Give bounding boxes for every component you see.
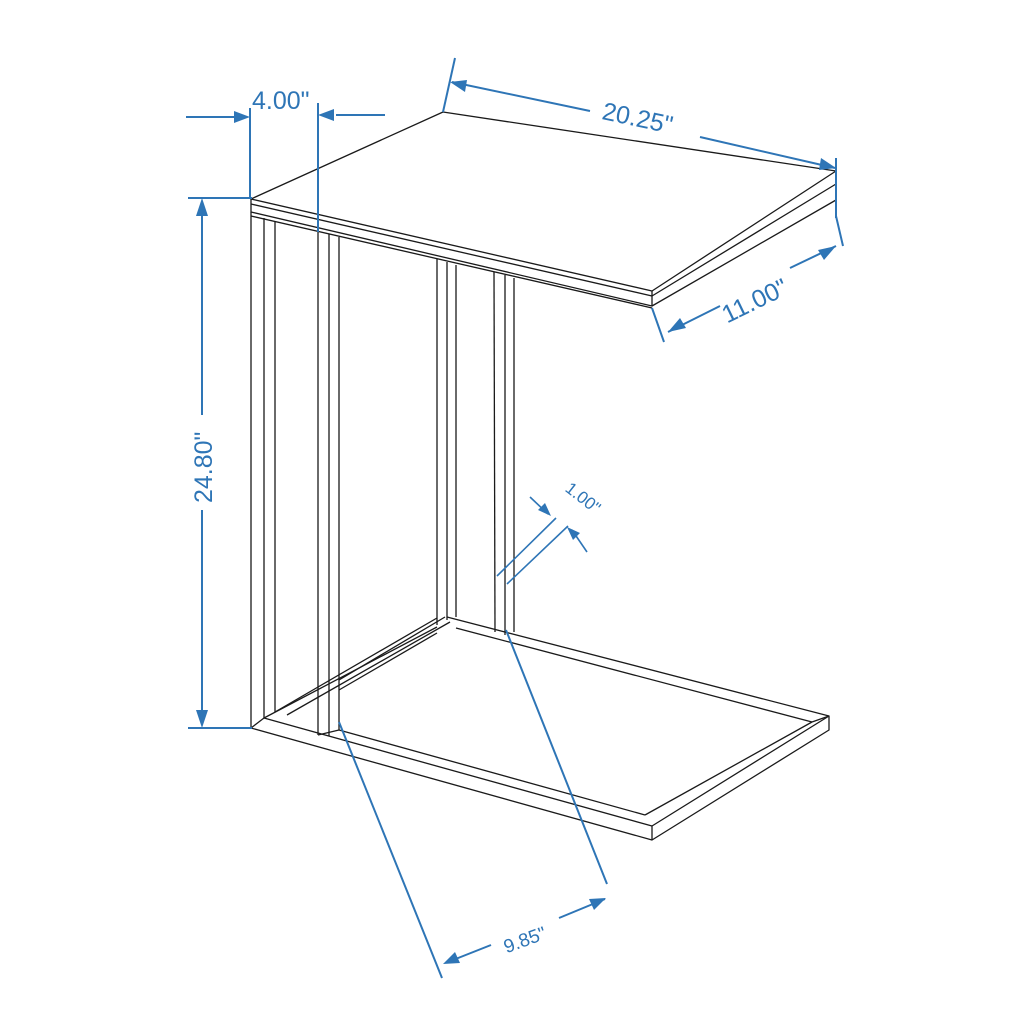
dimension-top-width: 20.25" (442, 57, 837, 218)
tabletop-front-edge (250, 199, 653, 307)
arrow-up-icon (196, 198, 208, 216)
label-base-depth: 9.85" (501, 923, 549, 958)
arrow-down-right-icon (538, 503, 551, 516)
dimension-tube-width: 1.00" (496, 479, 605, 585)
dimension-overall-height: 24.80" (188, 197, 252, 729)
table-frame (250, 111, 837, 841)
dimension-leg-offset: 4.00" (186, 87, 385, 232)
arrow-right-icon (589, 898, 606, 910)
arrow-left-icon (443, 952, 460, 964)
label-leg-offset: 4.00" (252, 87, 310, 115)
arrow-left-icon (668, 318, 686, 332)
arrow-right-icon (818, 246, 836, 260)
arrow-left-icon (450, 80, 467, 92)
post-front-middle (493, 271, 496, 633)
label-top-width: 20.25" (600, 97, 676, 139)
arrow-right-icon (819, 158, 836, 170)
label-tube-width: 1.00" (562, 479, 605, 518)
arrow-down-icon (196, 710, 208, 728)
arrow-up-left-icon (567, 527, 580, 540)
arrow-left-icon (318, 109, 334, 121)
label-top-depth: 11.00" (717, 273, 792, 329)
arrow-right-icon (234, 111, 250, 123)
tabletop-right-edge (651, 171, 837, 307)
label-overall-height: 24.80" (190, 432, 218, 503)
dimension-base-depth: 9.85" (338, 629, 608, 979)
